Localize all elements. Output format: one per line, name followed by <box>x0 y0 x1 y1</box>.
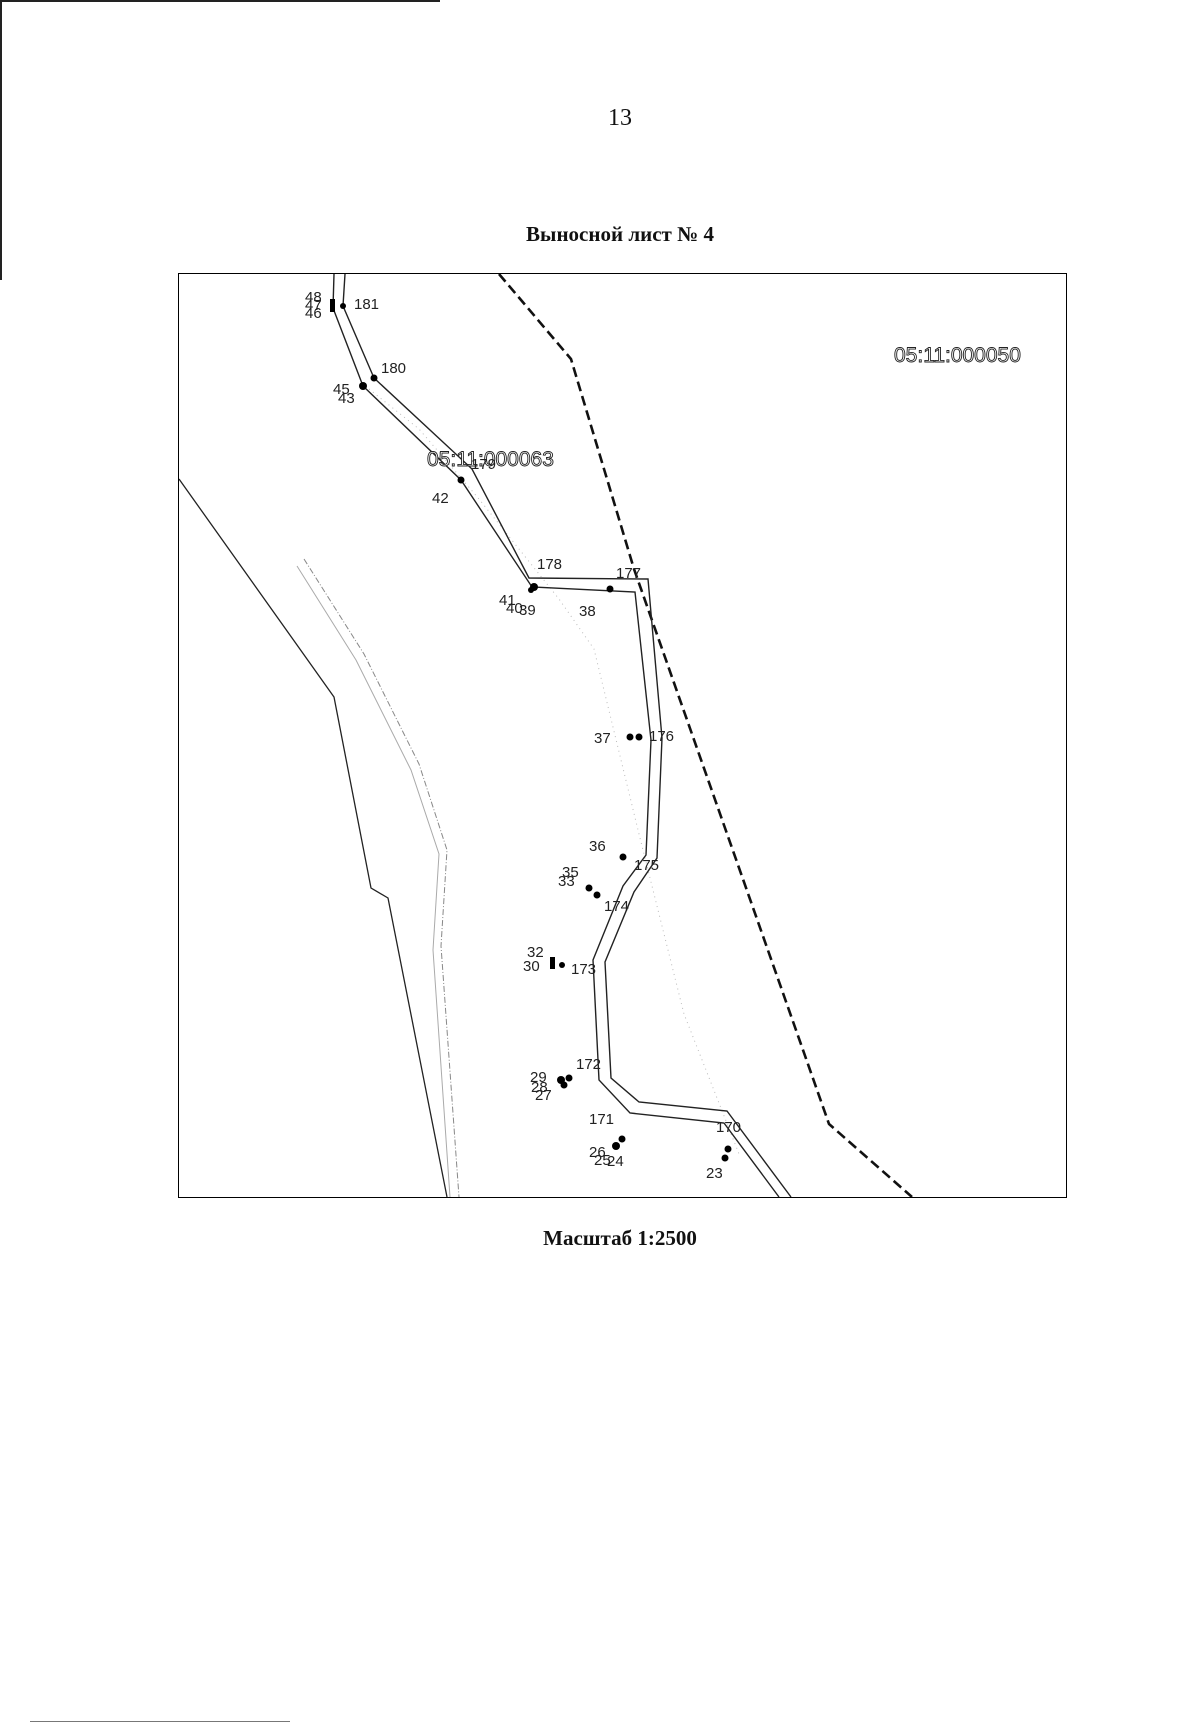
vertex-label-46: 46 <box>305 305 322 322</box>
bottom-edge-line <box>30 1721 290 1722</box>
vertex-labels: 48 47 46 181 180 45 43 179 42 178 177 41… <box>305 289 741 1182</box>
vertex-23-marker <box>721 1154 729 1162</box>
vertex-label-24: 24 <box>607 1153 624 1170</box>
vertex-170-marker <box>724 1145 732 1153</box>
vertex-label-25: 25 <box>594 1152 611 1169</box>
cadastral-label-000050: 05:11:000050 <box>894 344 1021 367</box>
vertex-label-179: 179 <box>471 456 496 473</box>
vertex-label-42: 42 <box>432 490 449 507</box>
vertex-45-marker <box>359 382 367 390</box>
vertex-label-33: 33 <box>558 873 575 890</box>
vertex-label-173: 173 <box>571 961 596 978</box>
vertex-label-180: 180 <box>381 360 406 377</box>
faint-dotted-line <box>368 388 740 1155</box>
vertex-label-32: 32 <box>527 944 544 961</box>
sheet-title: Выносной лист № 4 <box>526 222 714 246</box>
vertex-label-48: 48 <box>305 289 322 306</box>
scale-caption: Масштаб 1:2500 <box>543 1226 697 1250</box>
vertex-label-175: 175 <box>634 857 659 874</box>
vertex-label-43: 43 <box>338 390 355 407</box>
aux-line-outer <box>303 558 460 1197</box>
vertex-32-marker <box>550 957 555 969</box>
page-number: 13 <box>608 105 632 131</box>
vertex-label-178: 178 <box>537 556 562 573</box>
vertex-39-marker <box>528 587 534 593</box>
vertex-label-37: 37 <box>594 730 611 747</box>
vertex-27-marker <box>560 1081 568 1089</box>
vertex-176-marker <box>635 733 643 741</box>
vertex-label-172: 172 <box>576 1056 601 1073</box>
aux-line-inner <box>296 565 451 1197</box>
vertex-label-45: 45 <box>333 381 350 398</box>
block-dashed-boundary <box>498 274 913 1197</box>
vertex-label-40: 40 <box>506 600 523 617</box>
cadastral-label-000063: 05:11:000063 <box>427 448 554 471</box>
vertex-label-176: 176 <box>649 728 674 745</box>
vertex-label-27: 27 <box>535 1087 552 1104</box>
vertex-177-marker <box>606 585 614 593</box>
vertex-label-174: 174 <box>604 898 629 915</box>
parcel-boundary-outer <box>332 274 780 1197</box>
vertex-label-28: 28 <box>531 1079 548 1096</box>
vertex-label-41: 41 <box>499 592 516 609</box>
vertex-181-marker <box>340 303 346 309</box>
vertex-37-marker <box>626 733 634 741</box>
vertex-26-marker <box>612 1142 620 1150</box>
vertex-171-marker <box>618 1135 626 1143</box>
vertex-36-marker <box>619 853 627 861</box>
vertex-label-26: 26 <box>589 1144 606 1161</box>
vertex-label-30: 30 <box>523 958 540 975</box>
vertex-label-181: 181 <box>354 296 379 313</box>
parcel-boundary-inner <box>342 274 792 1197</box>
vertex-label-38: 38 <box>579 603 596 620</box>
vertex-label-177: 177 <box>616 565 641 582</box>
cadastral-map: 05:11:000050 05:11:000063 48 47 46 181 1… <box>179 274 1021 1197</box>
vertex-markers <box>330 299 732 1162</box>
vertex-label-35: 35 <box>562 864 579 881</box>
top-edge-line <box>0 0 440 2</box>
vertex-label-29: 29 <box>530 1069 547 1086</box>
vertex-label-47: 47 <box>305 297 322 314</box>
vertex-label-23: 23 <box>706 1165 723 1182</box>
vertex-173-marker <box>559 962 565 968</box>
vertex-172-marker <box>565 1074 573 1082</box>
left-edge-line <box>0 0 2 280</box>
vertex-label-171: 171 <box>589 1111 614 1128</box>
vertex-label-39: 39 <box>519 602 536 619</box>
river-bank-line <box>179 478 448 1197</box>
vertex-35-marker <box>585 884 593 892</box>
vertex-label-36: 36 <box>589 838 606 855</box>
vertex-174-marker <box>593 891 601 899</box>
vertex-48-marker <box>330 299 335 312</box>
vertex-42-marker <box>457 476 465 484</box>
vertex-180-marker <box>370 374 378 382</box>
vertex-label-170: 170 <box>716 1119 741 1136</box>
map-frame: 05:11:000050 05:11:000063 48 47 46 181 1… <box>178 273 1067 1198</box>
